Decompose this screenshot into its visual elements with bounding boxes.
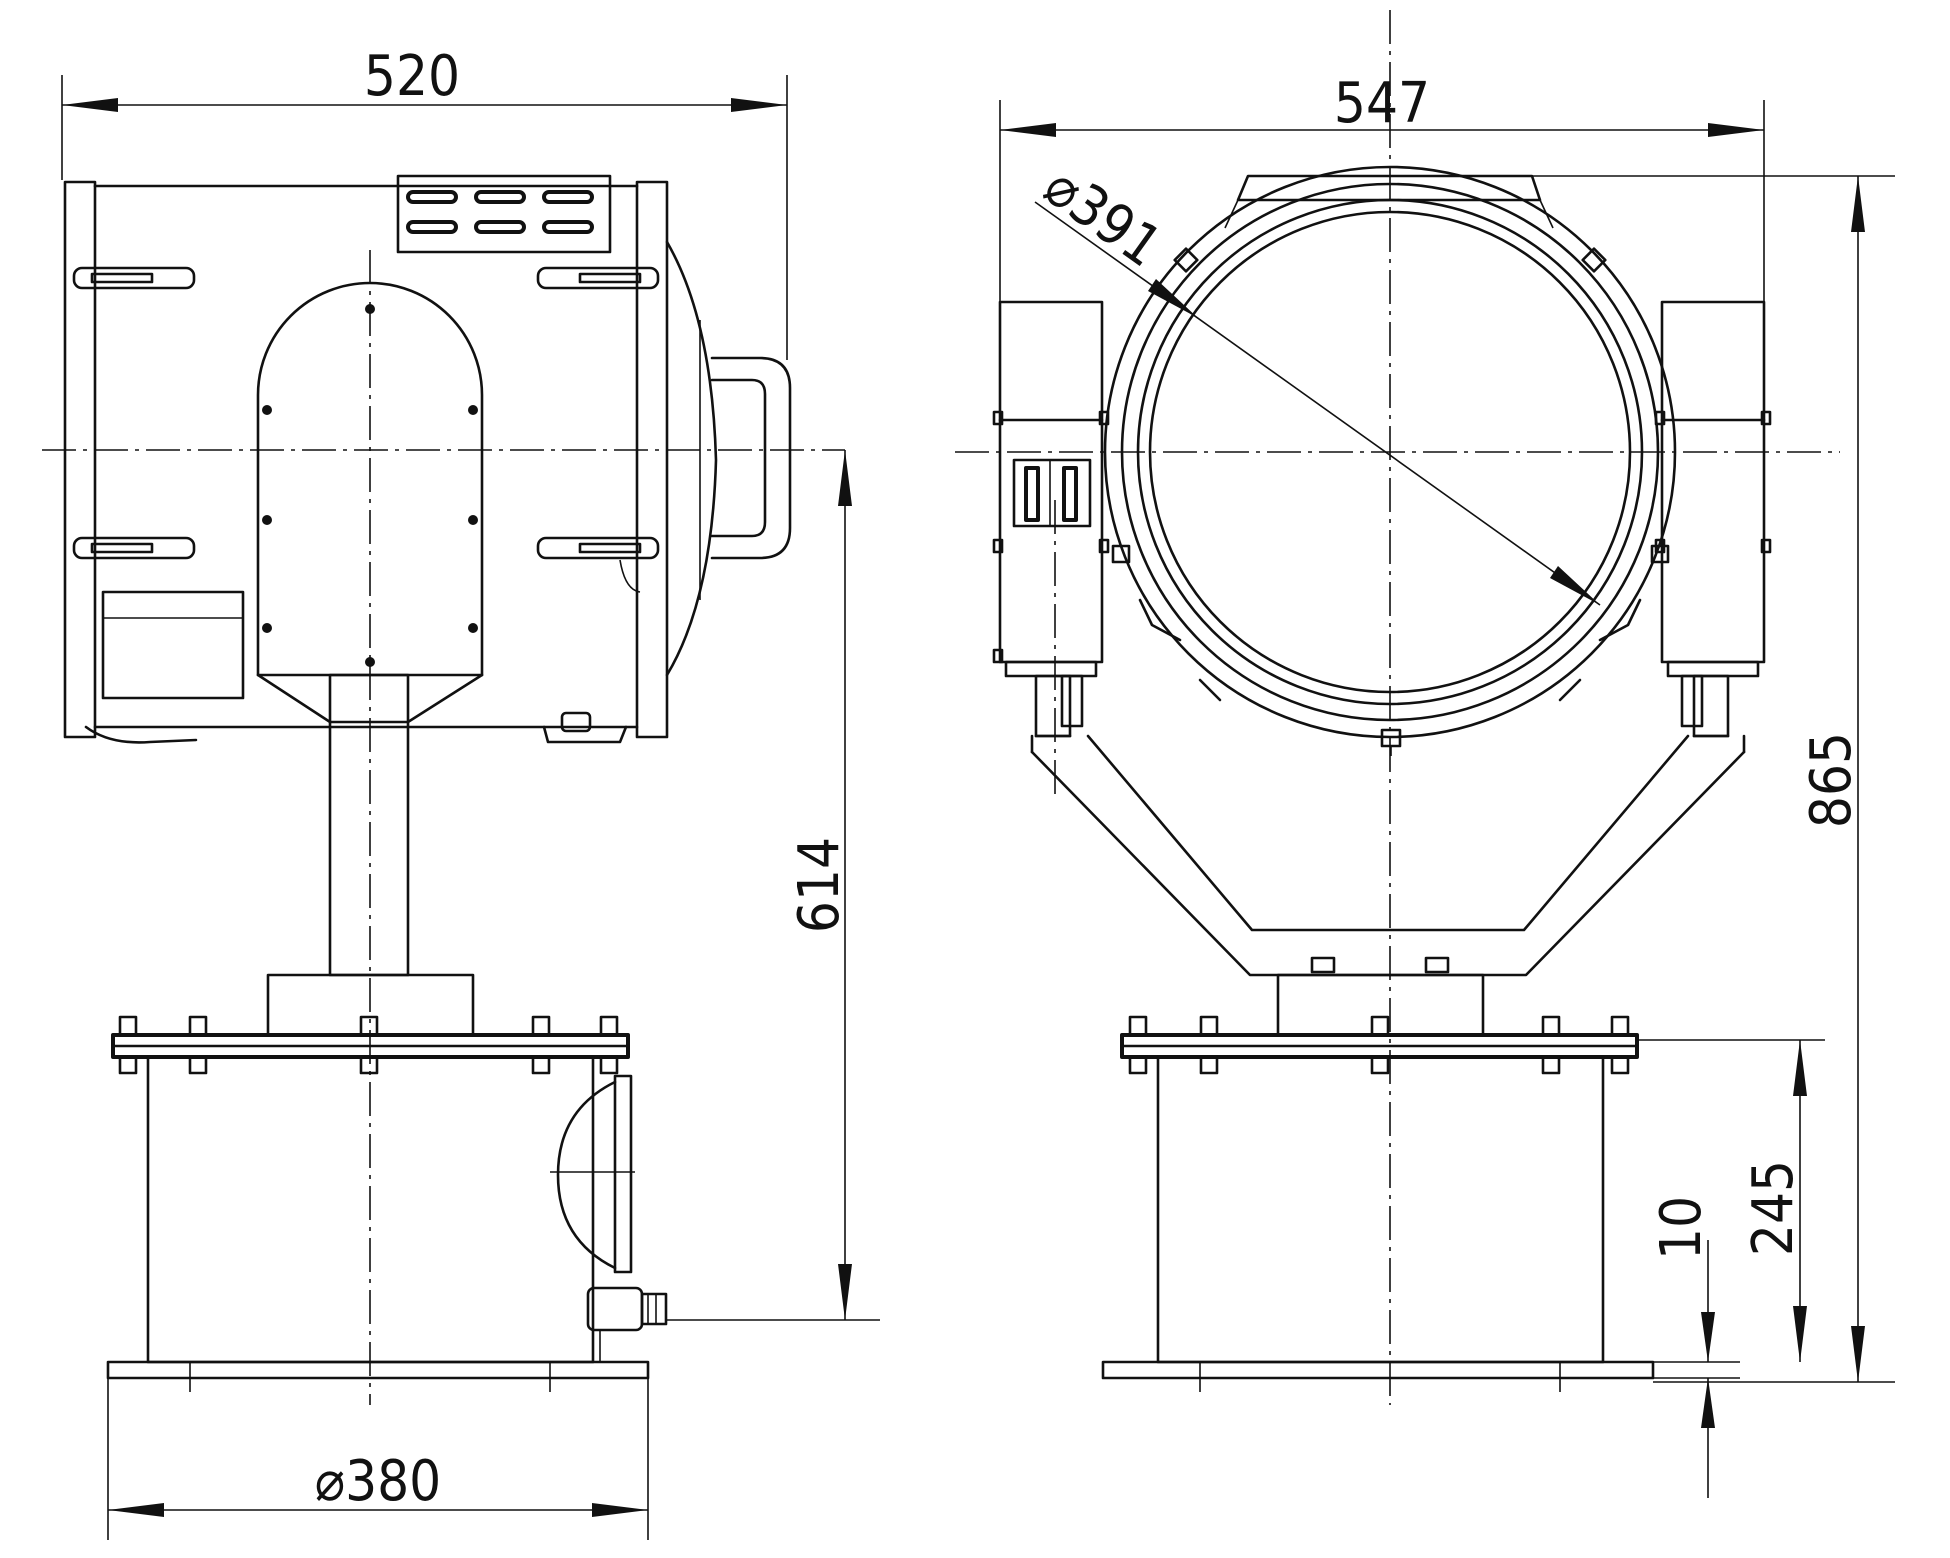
pedestal xyxy=(106,1015,668,1392)
dimension-width-side: 520 xyxy=(61,44,788,360)
dimension-width-front: 547 xyxy=(999,71,1765,302)
left-trunnion-box xyxy=(992,300,1110,678)
side-view: 520 614 ⌀380 xyxy=(42,44,880,1540)
front-width-label: 547 xyxy=(1334,71,1430,136)
dimension-pedestal-height: 245 xyxy=(1637,1039,1825,1362)
height-label: 614 xyxy=(787,837,852,933)
lamp-housing xyxy=(63,180,718,739)
front-pedestal xyxy=(1101,973,1655,1392)
name-plate xyxy=(101,590,245,700)
cable-loop-left xyxy=(84,725,198,744)
base-plate-label: 10 xyxy=(1649,1196,1714,1260)
ring-bolts xyxy=(1111,247,1670,756)
dimension-total-height: 865 xyxy=(1532,175,1895,1383)
dimension-base-diameter: ⌀380 xyxy=(107,1378,649,1540)
vent-grille xyxy=(396,174,612,254)
handle xyxy=(710,356,792,560)
base-diameter-label: ⌀380 xyxy=(315,1449,441,1514)
total-height-label: 865 xyxy=(1799,732,1864,828)
front-view: 547 ⌀391 865 245 xyxy=(955,10,1895,1498)
lens-diameter-label: ⌀391 xyxy=(1032,154,1173,280)
width-label: 520 xyxy=(364,44,460,109)
dimension-height-side: 614 xyxy=(666,450,880,1321)
dimension-base-plate: 10 xyxy=(1649,1196,1740,1498)
latch-clamps xyxy=(72,266,660,593)
yoke-arm-panel xyxy=(256,281,484,677)
pedestal-height-label: 245 xyxy=(1741,1160,1806,1256)
